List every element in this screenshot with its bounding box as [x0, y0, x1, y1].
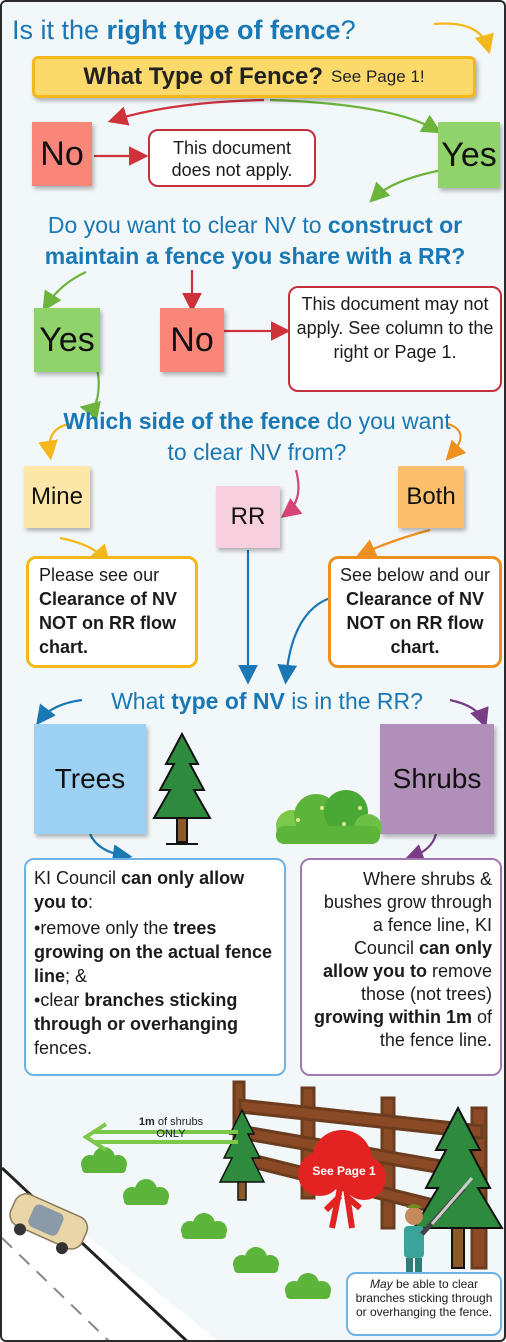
trees-b2-bold: branches sticking through or overhanging	[34, 990, 238, 1034]
fence-type-banner: What Type of Fence? See Page 1!	[32, 56, 476, 98]
caption-italic: May	[369, 1277, 393, 1291]
title-post: ?	[340, 15, 356, 45]
red-tree-label: See Page 1	[306, 1164, 382, 1178]
both-result-box: See below and our Clearance of NV NOT on…	[328, 556, 502, 668]
step1-no-note: No	[32, 122, 92, 186]
one-metre-only: ONLY	[156, 1128, 186, 1140]
banner-sub: See Page 1!	[331, 67, 425, 86]
step2-no-box-text: This document may not apply. See column …	[296, 294, 494, 362]
fence-scene-illustration	[2, 1080, 504, 1340]
shrubs-t2: remove those (not trees)	[360, 961, 492, 1004]
step2-no-note: No	[160, 308, 224, 372]
step1-no-box-text: This document does not apply.	[171, 138, 293, 180]
step2-yes-label: Yes	[39, 320, 95, 359]
shrubs-rule-box: Where shrubs & bushes grow through a fen…	[300, 858, 502, 1076]
title-bold: right type of fence	[106, 15, 341, 45]
trees-b1-post: ; &	[65, 966, 88, 986]
shrubs-t1: Where shrubs & bushes grow through a fen…	[323, 869, 492, 958]
shrubs-b2: growing within 1m	[313, 1007, 472, 1027]
shrubs-b1: can only allow you to	[322, 938, 492, 981]
red-tree-icon	[298, 1130, 386, 1229]
trees-b1-bold: trees growing on the actual fence line	[34, 918, 273, 986]
branch-caption-box: May be able to clear branches sticking t…	[346, 1272, 502, 1336]
shrub-icon	[276, 790, 382, 844]
step2-no-box: This document may not apply. See column …	[288, 286, 502, 392]
pine-tree-icon	[152, 732, 212, 845]
shrubs-t3: of the fence line.	[379, 1007, 492, 1050]
trees-bullet-1: •remove only the trees growing on the ac…	[34, 918, 273, 986]
trees-rule-box: KI Council can only allow you to: •remov…	[24, 858, 286, 1076]
step1-yes-note: Yes	[438, 122, 500, 188]
step1-yes-label: Yes	[441, 135, 497, 174]
trees-b2-pre: clear	[40, 990, 85, 1010]
side-both-note: Both	[398, 466, 464, 528]
step1-no-label: No	[40, 134, 84, 173]
trees-intro-post: :	[88, 892, 94, 912]
question-share-fence: Do you want to clear NV to construct or …	[12, 210, 498, 272]
banner-main: What Type of Fence?	[83, 63, 323, 90]
mine-box-bold: Clearance of NV NOT on RR flow chart.	[39, 589, 178, 657]
type-shrubs-label: Shrubs	[392, 763, 482, 794]
trees-bullet-2: •clear branches sticking through or over…	[34, 990, 238, 1058]
trees-intro-bold: can only allow you to	[34, 868, 245, 912]
one-metre-rest: of shrubs	[154, 1116, 204, 1128]
step2-yes-note: Yes	[34, 308, 100, 372]
type-trees-label: Trees	[54, 763, 126, 794]
trees-b1-pre: remove only the	[40, 918, 174, 938]
mine-box-pre: Please see our	[39, 565, 160, 585]
side-both-label: Both	[406, 483, 456, 510]
trees-b2-post: fences.	[34, 1038, 93, 1058]
one-metre-label: 1m of shrubs ONLY	[126, 1116, 216, 1140]
q4-post: is in the RR?	[284, 688, 423, 714]
type-shrubs-note: Shrubs	[380, 724, 494, 834]
type-trees-note: Trees	[34, 724, 146, 834]
step2-no-label: No	[170, 320, 214, 359]
car-icon	[9, 1193, 89, 1255]
q3-bold: Which side of the fence	[63, 408, 321, 434]
page-title: Is it the right type of fence?	[12, 14, 498, 46]
q4-bold: type of NV	[171, 688, 285, 714]
side-mine-label: Mine	[30, 483, 84, 510]
both-box-bold: Clearance of NV NOT on RR flow chart.	[345, 589, 485, 657]
trees-intro: KI Council can only allow you to:	[34, 866, 276, 914]
mine-result-box: Please see our Clearance of NV NOT on RR…	[26, 556, 198, 668]
q4-pre: What	[111, 688, 172, 714]
red-tree-label-text: See Page 1	[312, 1164, 376, 1178]
title-pre: Is it the	[12, 15, 107, 45]
caption-rest: be able to clear branches sticking throu…	[355, 1277, 493, 1319]
side-rr-label: RR	[230, 503, 266, 530]
question-which-side: Which side of the fence do you want to c…	[62, 406, 452, 468]
q2-pre: Do you want to clear NV to	[47, 212, 328, 238]
step1-no-box: This document does not apply.	[148, 129, 316, 187]
question-nv-type: What type of NV is in the RR?	[82, 686, 452, 717]
side-mine-note: Mine	[24, 466, 90, 528]
trees-intro-pre: KI Council	[34, 868, 122, 888]
side-rr-note: RR	[216, 486, 280, 548]
q3-post: do you want to clear NV from?	[167, 408, 451, 465]
both-box-pre: See below and our	[339, 565, 491, 585]
one-metre-bold: 1m	[138, 1116, 155, 1128]
q2-bold: construct or maintain a fence you share …	[44, 212, 466, 269]
